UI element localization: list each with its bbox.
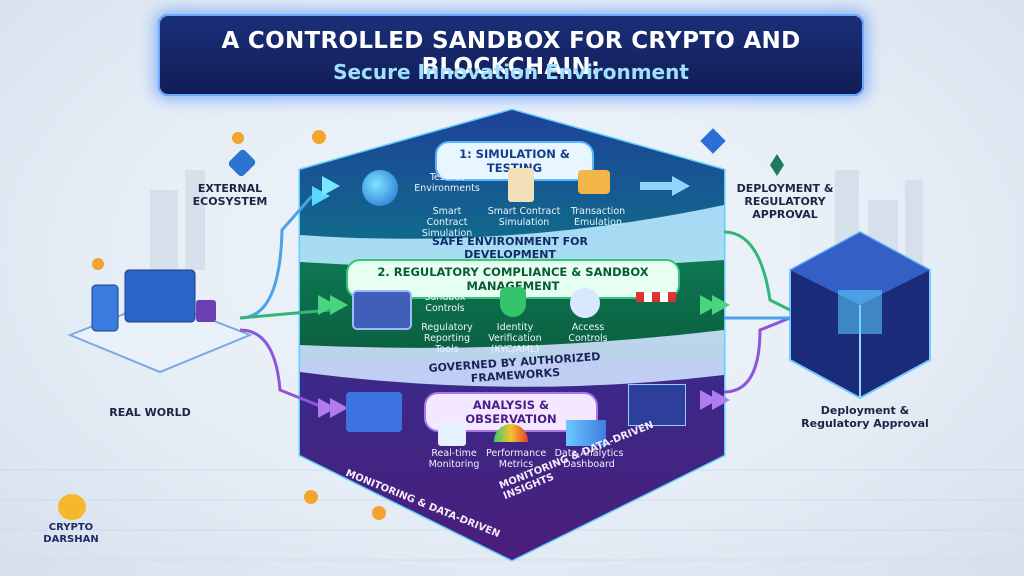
bitcoin-icon: [372, 506, 386, 520]
deployment-top-label: DEPLOYMENT & REGULATORY APPROVAL: [736, 182, 834, 221]
sandbox-controls-label: Sandbox Controls: [424, 292, 466, 314]
regulatory-reporting-label: Regulatory Reporting Tools: [421, 322, 473, 355]
brand-line-2: DARSHAN: [43, 534, 99, 545]
smart-contract-label-1: Smart Contract Simulation: [421, 206, 473, 239]
real-time-monitoring-label: Real-time Monitoring: [428, 448, 480, 470]
access-controls-label: Access Controls: [568, 322, 608, 344]
globe-icon: [362, 170, 398, 206]
real-world-label: REAL WORLD: [109, 406, 191, 419]
smart-contract-label-2: Smart Contract Simulation: [487, 206, 561, 228]
gauge-icon: [494, 424, 528, 442]
section-1-heading: 1: SIMULATION & TESTING: [435, 141, 594, 181]
bitcoin-icon: [92, 258, 104, 270]
bitcoin-icon: [232, 132, 244, 144]
bar-chart-icon: [566, 420, 606, 446]
dashboard-screen-icon: [628, 384, 686, 426]
bitcoin-icon: [304, 490, 318, 504]
title-line-2: Secure Innovation Environment: [333, 60, 689, 84]
lightbulb-logo-icon: [58, 494, 86, 520]
ethereum-icon: [770, 154, 784, 176]
brand-line-1: CRYPTO: [48, 522, 94, 533]
title-line-1: A CONTROLLED SANDBOX FOR CRYPTO AND BLOC…: [221, 28, 801, 80]
control-panel-icon: [352, 290, 412, 330]
user-search-icon: [570, 288, 600, 318]
testnet-label: Testnet Environments: [414, 172, 480, 194]
external-ecosystem-label: EXTERNAL ECOSYSTEM: [192, 182, 268, 208]
shield-icon: [500, 287, 526, 317]
title-banner: A CONTROLLED SANDBOX FOR CRYPTO AND BLOC…: [158, 14, 864, 96]
transaction-emulation-label: Transaction Emulation: [570, 206, 626, 228]
section-1-footer: SAFE ENVIRONMENT FOR DEVELOPMENT: [432, 235, 588, 261]
transaction-icon: [578, 170, 610, 194]
performance-metrics-label: Performance Metrics: [486, 448, 547, 470]
bitcoin-icon: [312, 130, 326, 144]
identity-verification-label: Identity Verification (KYC/AML): [488, 322, 542, 355]
blocks-icon: [346, 392, 402, 432]
barrier-icon: [636, 292, 676, 302]
deployment-bottom-label: Deployment & Regulatory Approval: [801, 404, 929, 430]
monitor-check-icon: [438, 422, 466, 446]
scroll-icon: [508, 168, 534, 202]
data-analytics-label: Data Analytics Dashboard: [554, 448, 624, 470]
